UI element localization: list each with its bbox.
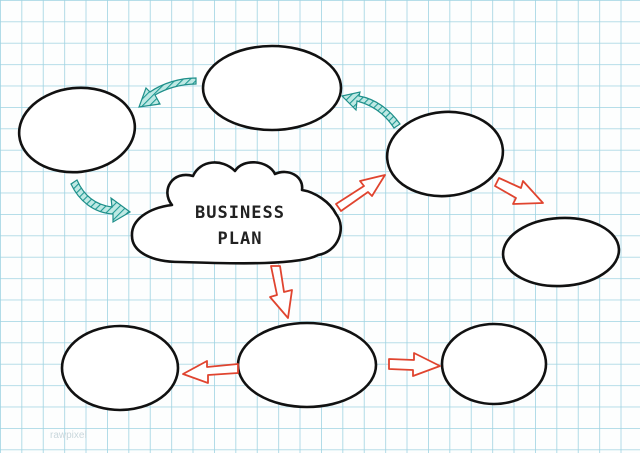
teal-arrow-left-to-cloud [70, 179, 132, 224]
node-top-center [201, 44, 343, 132]
red-arrow-bottom-center-to-bottom-right [388, 352, 441, 377]
node-bottom-left [60, 324, 180, 412]
watermark-text: rawpixel [50, 430, 87, 441]
node-right-upper [385, 110, 505, 198]
red-arrow-cloud-to-bottom-center [269, 265, 293, 319]
teal-arrow-right-to-top [340, 91, 401, 129]
red-arrow-right-upper-to-far-right [494, 177, 544, 205]
node-bottom-center [236, 321, 378, 409]
cloud-label-line2: PLAN [218, 229, 263, 249]
red-arrow-bottom-center-to-bottom-left [182, 360, 239, 384]
cloud-label-line1: BUSINESS [195, 203, 285, 223]
node-bottom-right [440, 322, 548, 406]
red-arrow-cloud-to-right-upper [335, 174, 386, 212]
teal-arrow-top-to-left [138, 77, 197, 108]
node-top-left [17, 86, 137, 174]
node-far-right [501, 216, 621, 288]
business-plan-cloud [130, 161, 342, 265]
